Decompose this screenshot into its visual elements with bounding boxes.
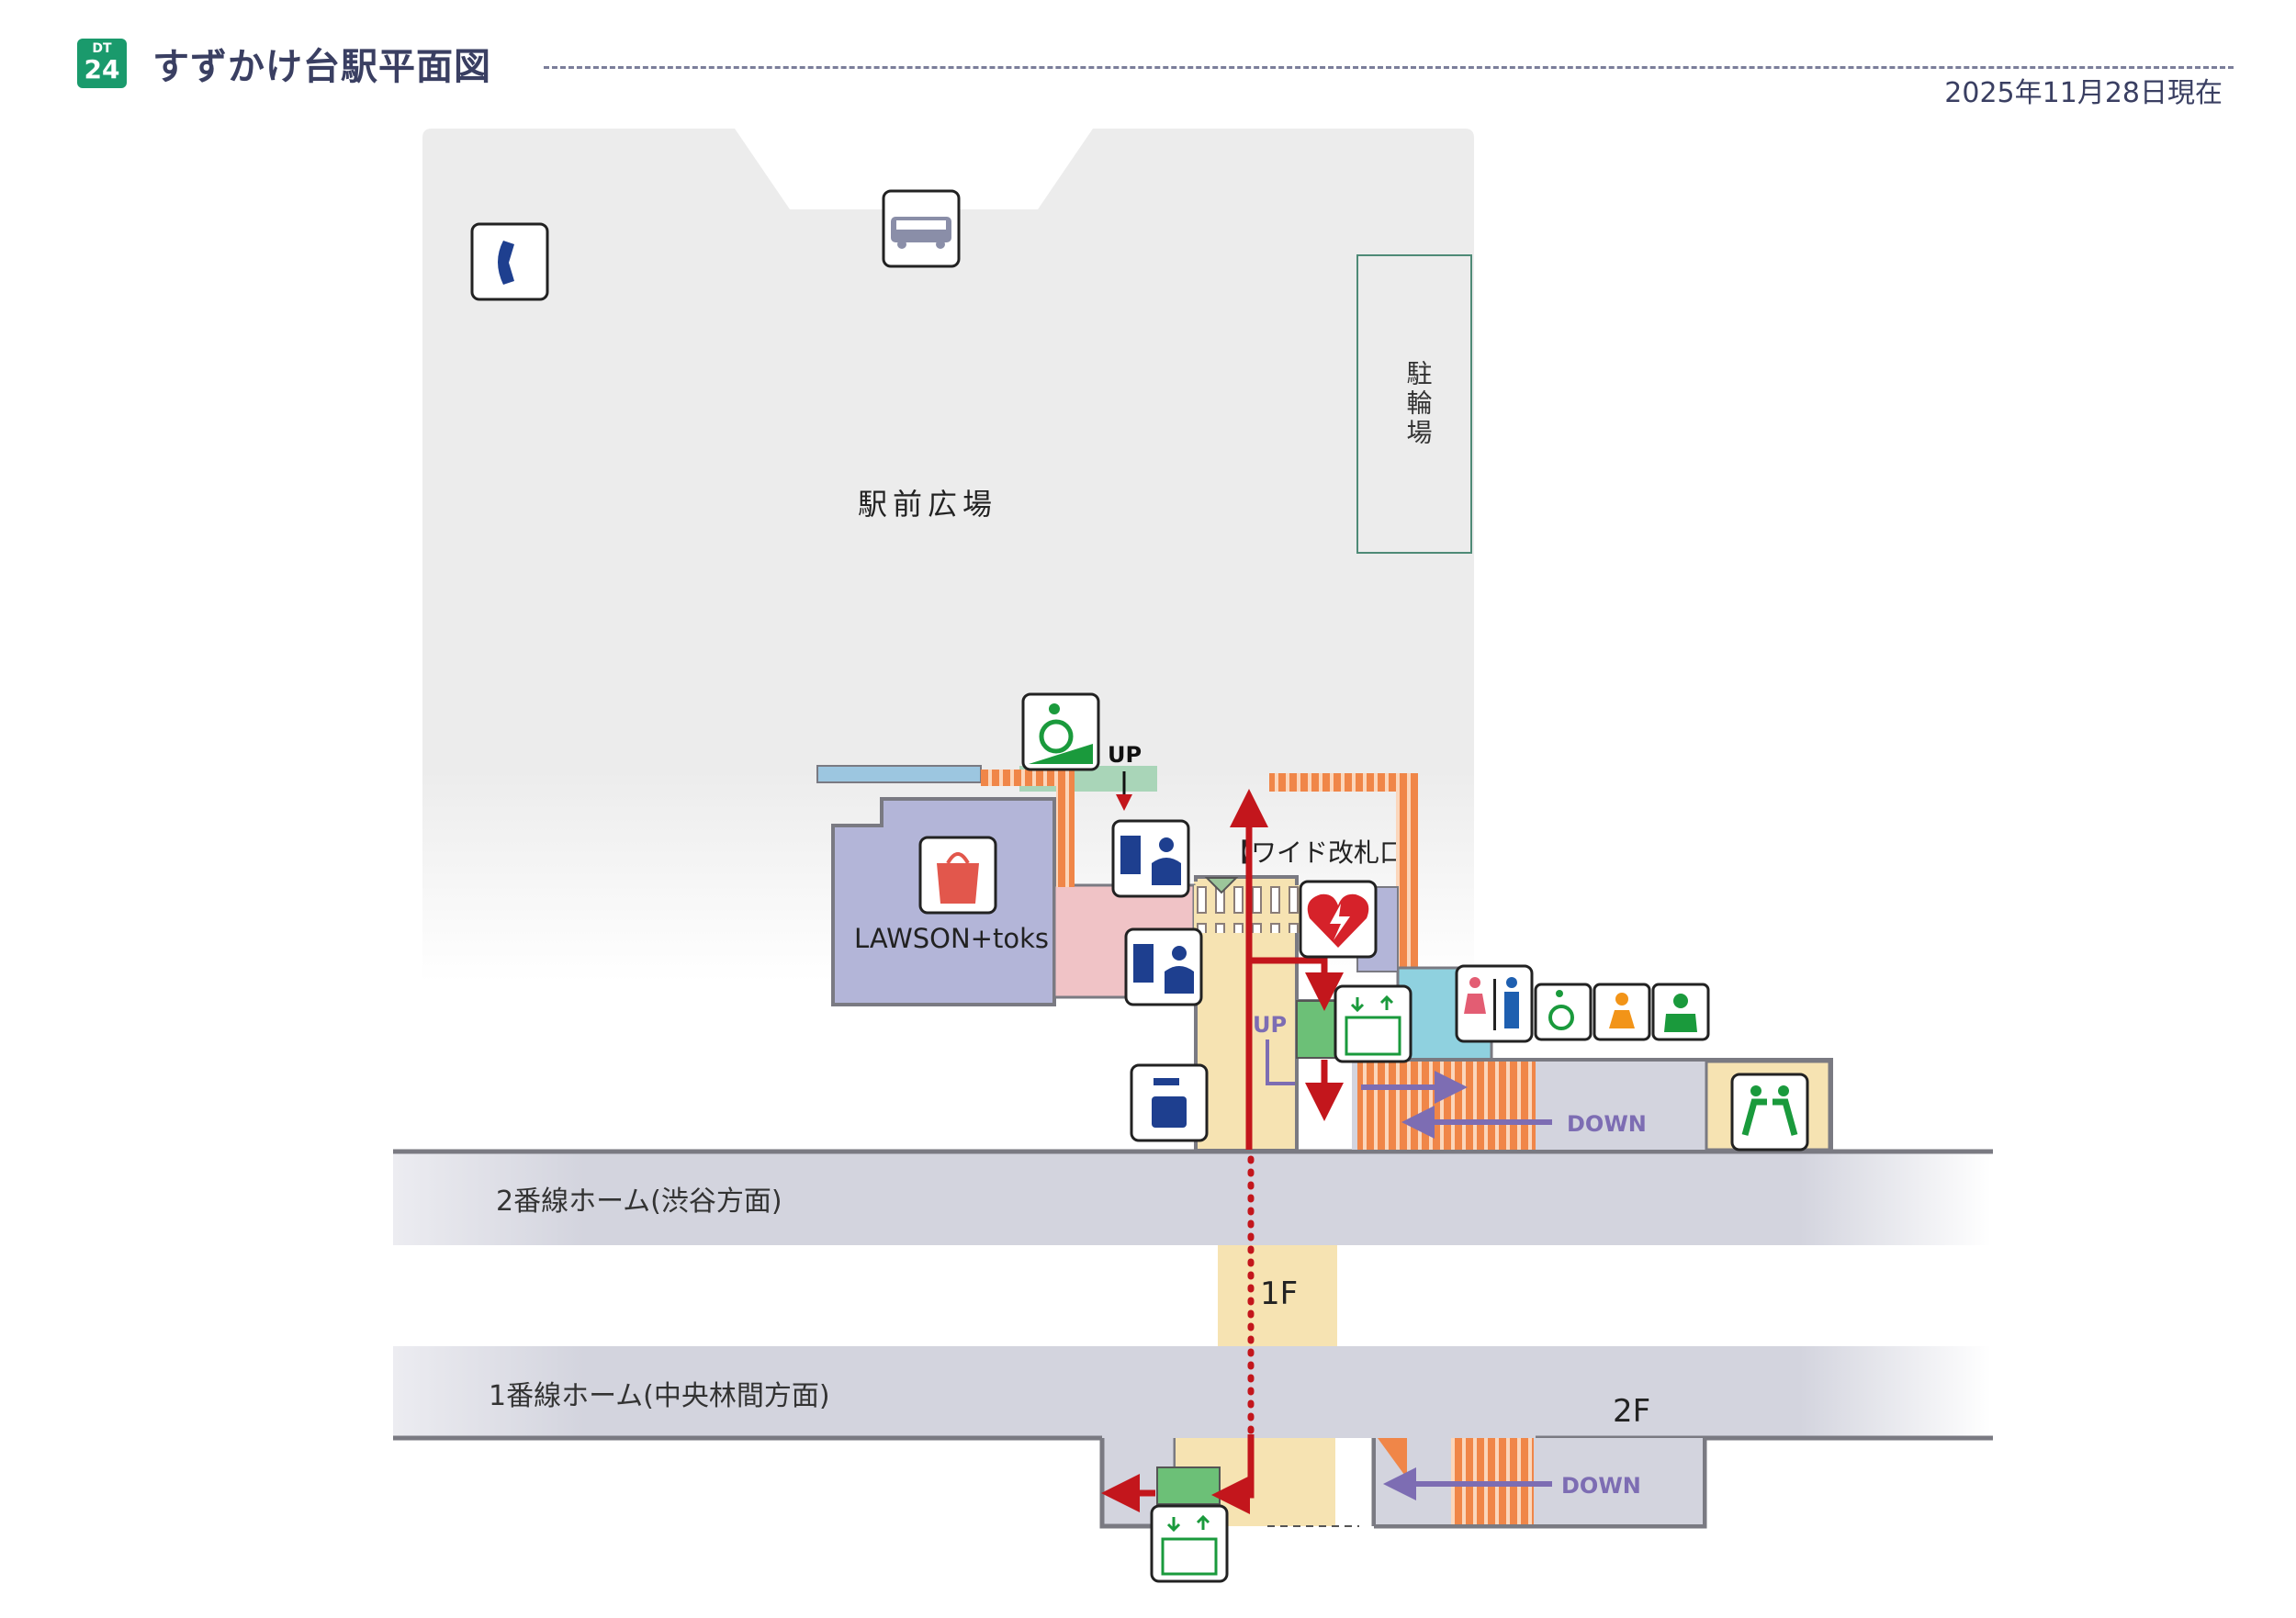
station-plaza	[422, 129, 1474, 983]
station-plaza-label: 駅前広場	[858, 487, 997, 522]
line-code: DT	[92, 41, 112, 56]
ticket-machine-icon	[1111, 819, 1190, 898]
up-label-slope: UP	[1108, 742, 1142, 768]
up-label-concourse: UP	[1253, 1012, 1287, 1038]
down-label-lower: DOWN	[1561, 1473, 1641, 1499]
station-number-badge: DT 24	[77, 39, 127, 88]
aed-icon	[1299, 880, 1378, 959]
down-label-upper: DOWN	[1567, 1111, 1647, 1137]
as-of-date: 2025年11月28日現在	[1944, 77, 2223, 109]
title-divider	[544, 66, 2234, 69]
platform-2	[393, 1152, 1991, 1245]
shop-icon	[918, 836, 997, 915]
store-label: LAWSON+toks	[854, 923, 1049, 954]
first-aid-room-icon	[1651, 983, 1710, 1041]
page-header: DT 24 すずかけ台駅平面図 2025年11月28日現在	[0, 0, 2296, 110]
toilet-icon	[1455, 964, 1534, 1043]
coin-locker-icon	[1130, 1063, 1209, 1142]
platform-1	[393, 1346, 1991, 1438]
station-number: 24	[84, 54, 120, 84]
accessible-toilet-icon	[1534, 983, 1593, 1041]
elevator-icon-lower	[1150, 1504, 1229, 1583]
wheelchair-slope-icon	[1021, 692, 1100, 771]
second-floor-label: 2F	[1613, 1393, 1650, 1430]
stairs-entrance-left	[981, 770, 1075, 887]
first-floor-label: 1F	[1260, 1275, 1298, 1312]
elevator-lower	[1156, 1466, 1221, 1505]
baby-care-icon	[1593, 983, 1651, 1041]
page-title: すずかけ台駅平面図	[152, 46, 491, 88]
platform-1-label: 1番線ホーム(中央林間方面)	[489, 1380, 830, 1412]
first-floor-passage	[1218, 1245, 1337, 1346]
bicycle-parking	[1356, 254, 1472, 554]
bicycle-parking-label: 駐輪場	[1403, 360, 1434, 448]
telephone-icon	[470, 222, 549, 301]
bus-icon	[882, 189, 961, 268]
ticket-office-icon	[1124, 927, 1203, 1006]
stairs-entrance-right	[1269, 773, 1418, 968]
stairs-platform-2	[1357, 1062, 1536, 1150]
platform-2-label: 2番線ホーム(渋谷方面)	[496, 1185, 782, 1218]
waiting-room-icon	[1730, 1073, 1809, 1152]
elevator-icon	[1334, 984, 1412, 1063]
